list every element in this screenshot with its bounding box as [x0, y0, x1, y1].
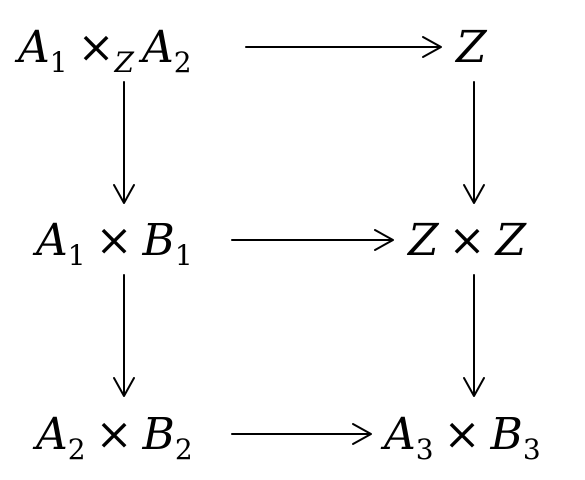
node-bottom-right: A3×B3 [384, 409, 541, 466]
arrow-top-horizontal [245, 36, 442, 58]
node-top-right: Z [456, 22, 487, 73]
arrow-left-lower-vertical [113, 274, 135, 397]
node-middle-left: A1×B1 [36, 215, 193, 272]
arrow-right-lower-vertical [463, 274, 485, 397]
arrow-middle-horizontal [231, 229, 394, 251]
node-bottom-left: A2×B2 [36, 409, 193, 466]
arrow-right-upper-vertical [463, 81, 485, 204]
node-middle-right: Z×Z [408, 215, 527, 266]
arrow-bottom-horizontal [231, 423, 372, 445]
arrow-left-upper-vertical [113, 81, 135, 204]
